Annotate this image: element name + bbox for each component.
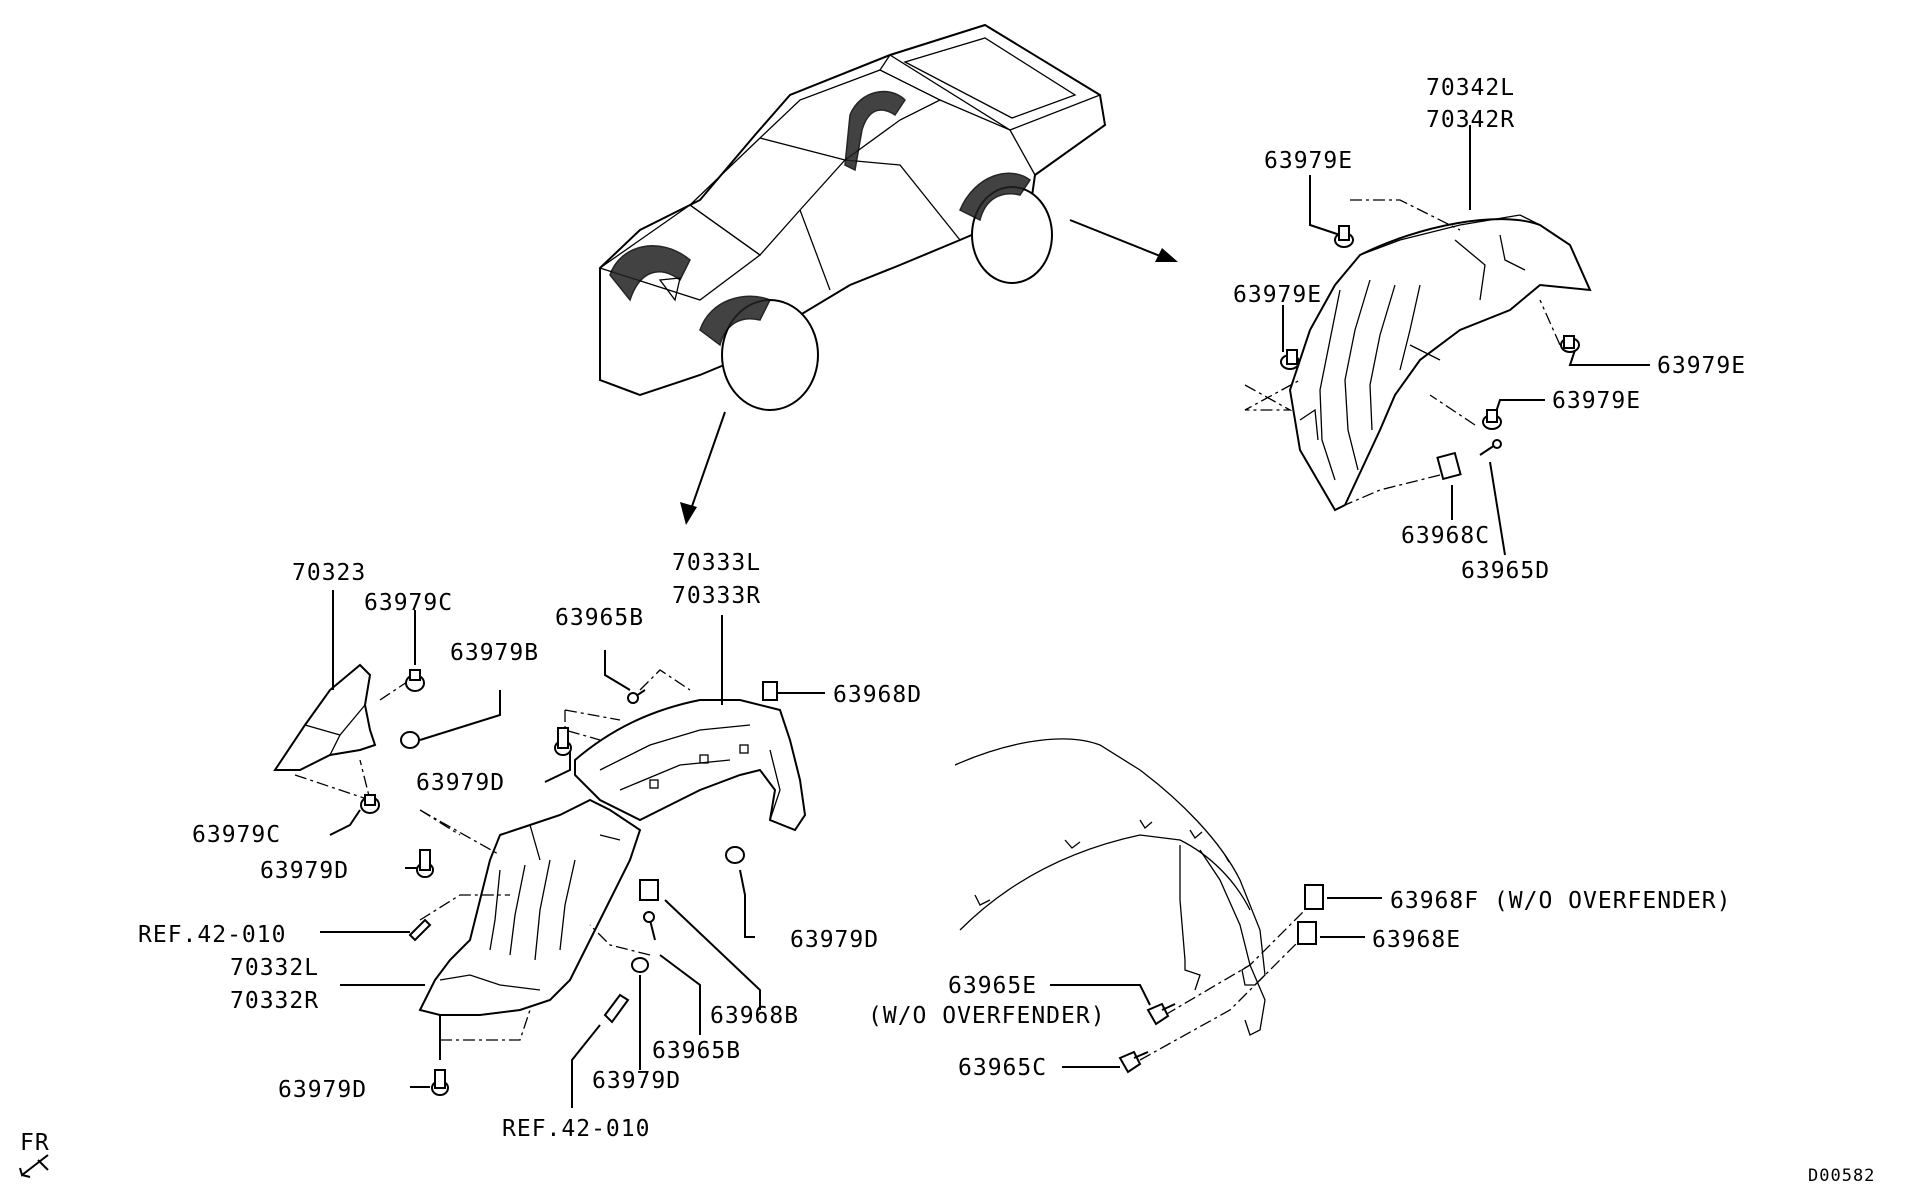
nut-icon (1297, 921, 1317, 945)
fender-screw-e-note: (W/O OVERFENDER) (868, 1003, 1106, 1029)
clip-icon (554, 727, 572, 756)
fender-screw-c-label: 63965C (958, 1055, 1047, 1081)
front-clip-b-label: 63979B (450, 640, 539, 666)
front-direction-label: FR (20, 1130, 50, 1156)
clip-icon (360, 794, 380, 814)
nut-icon (762, 681, 778, 701)
clip-icon (1334, 225, 1354, 248)
rear-nut-label: 63968C (1401, 523, 1490, 549)
front-clip-d1-label: 63979D (416, 770, 505, 796)
fender-screw-e-label: 63965E (948, 973, 1037, 999)
rear-upper-r-label: 70342R (1426, 107, 1515, 133)
rear-clip-b-label: 63979E (1233, 282, 1322, 308)
front-clip-c1-label: 63979C (364, 590, 453, 616)
front-clip-d3-label: 63979D (278, 1077, 367, 1103)
screw-icon (627, 689, 646, 704)
fender-nut-f-label: 63968F (W/O OVERFENDER) (1390, 888, 1732, 914)
clip-icon (1482, 409, 1502, 430)
clip-icon (1280, 349, 1300, 370)
front-nut-d-label: 63968D (833, 682, 922, 708)
front-clip-d2-label: 63979D (260, 858, 349, 884)
clip-icon (631, 957, 649, 973)
front-upper-l-label: 70333L (672, 550, 761, 576)
clip-icon (405, 669, 425, 692)
front-leader-lines (294, 590, 825, 1108)
front-clip-c2-label: 63979C (192, 822, 281, 848)
front-bracket (273, 663, 377, 771)
ref-1-label: REF.42-010 (138, 922, 286, 948)
screw-icon (643, 911, 656, 941)
clip-icon (431, 1069, 449, 1096)
front-lower-r-label: 70332R (230, 988, 319, 1014)
clip-icon (400, 731, 420, 749)
front-labels: 70323 63979C 63979B 63979C 70333L 70333R… (138, 550, 922, 1142)
rear-clip-c-label: 63979E (1657, 353, 1746, 379)
ref-2-label: REF.42-010 (502, 1116, 650, 1142)
front-screw-b-label: 63965B (555, 605, 644, 631)
clip-icon (1560, 335, 1580, 353)
front-fasteners (360, 669, 778, 1096)
clip-icon (416, 849, 434, 878)
front-upper-liner (574, 699, 807, 832)
pin-icon (408, 918, 432, 942)
fender-nut-e-label: 63968E (1372, 927, 1461, 953)
front-lower-l-label: 70332L (230, 955, 319, 981)
pin-icon (603, 993, 630, 1024)
direction-arrow-icon (19, 1154, 49, 1178)
front-direction-indicator: FR (19, 1130, 50, 1178)
fender-fasteners (1118, 884, 1324, 1074)
rear-screw-label: 63965D (1461, 558, 1550, 584)
fender-leader-lines (1050, 897, 1382, 1068)
front-bracket-label: 70323 (292, 560, 366, 586)
rear-upper-l-label: 70342L (1426, 75, 1515, 101)
screw-icon (1479, 439, 1502, 456)
front-nut-b-label: 63968B (710, 1003, 799, 1029)
front-lower-liner (418, 798, 642, 1016)
rear-fasteners (1280, 225, 1580, 481)
front-upper-r-label: 70333R (672, 583, 761, 609)
screw-icon (1146, 1002, 1176, 1026)
rear-labels: 70342L 70342R 63979E 63979E 63979E 63979… (1233, 75, 1746, 584)
figure-code: D00582 (1808, 1166, 1875, 1186)
rear-clip-a-label: 63979E (1264, 148, 1353, 174)
nut-icon (1436, 451, 1462, 481)
nut-icon (1304, 884, 1324, 910)
rear-clip-d-label: 63979E (1552, 388, 1641, 414)
fender-labels: 63968F (W/O OVERFENDER) 63968E 63965E (W… (868, 888, 1732, 1081)
front-clip-d5-label: 63979D (790, 927, 879, 953)
front-screw-b2-label: 63965B (652, 1038, 741, 1064)
callout-arrows (680, 219, 1178, 525)
vehicle-illustration (598, 23, 1107, 411)
front-clip-d4-label: 63979D (592, 1068, 681, 1094)
rear-leader-lines (1244, 125, 1650, 556)
clip-icon (725, 846, 745, 864)
nut-icon (639, 879, 659, 901)
screw-icon (1118, 1050, 1149, 1074)
rear-wheel-liner (1288, 214, 1592, 512)
